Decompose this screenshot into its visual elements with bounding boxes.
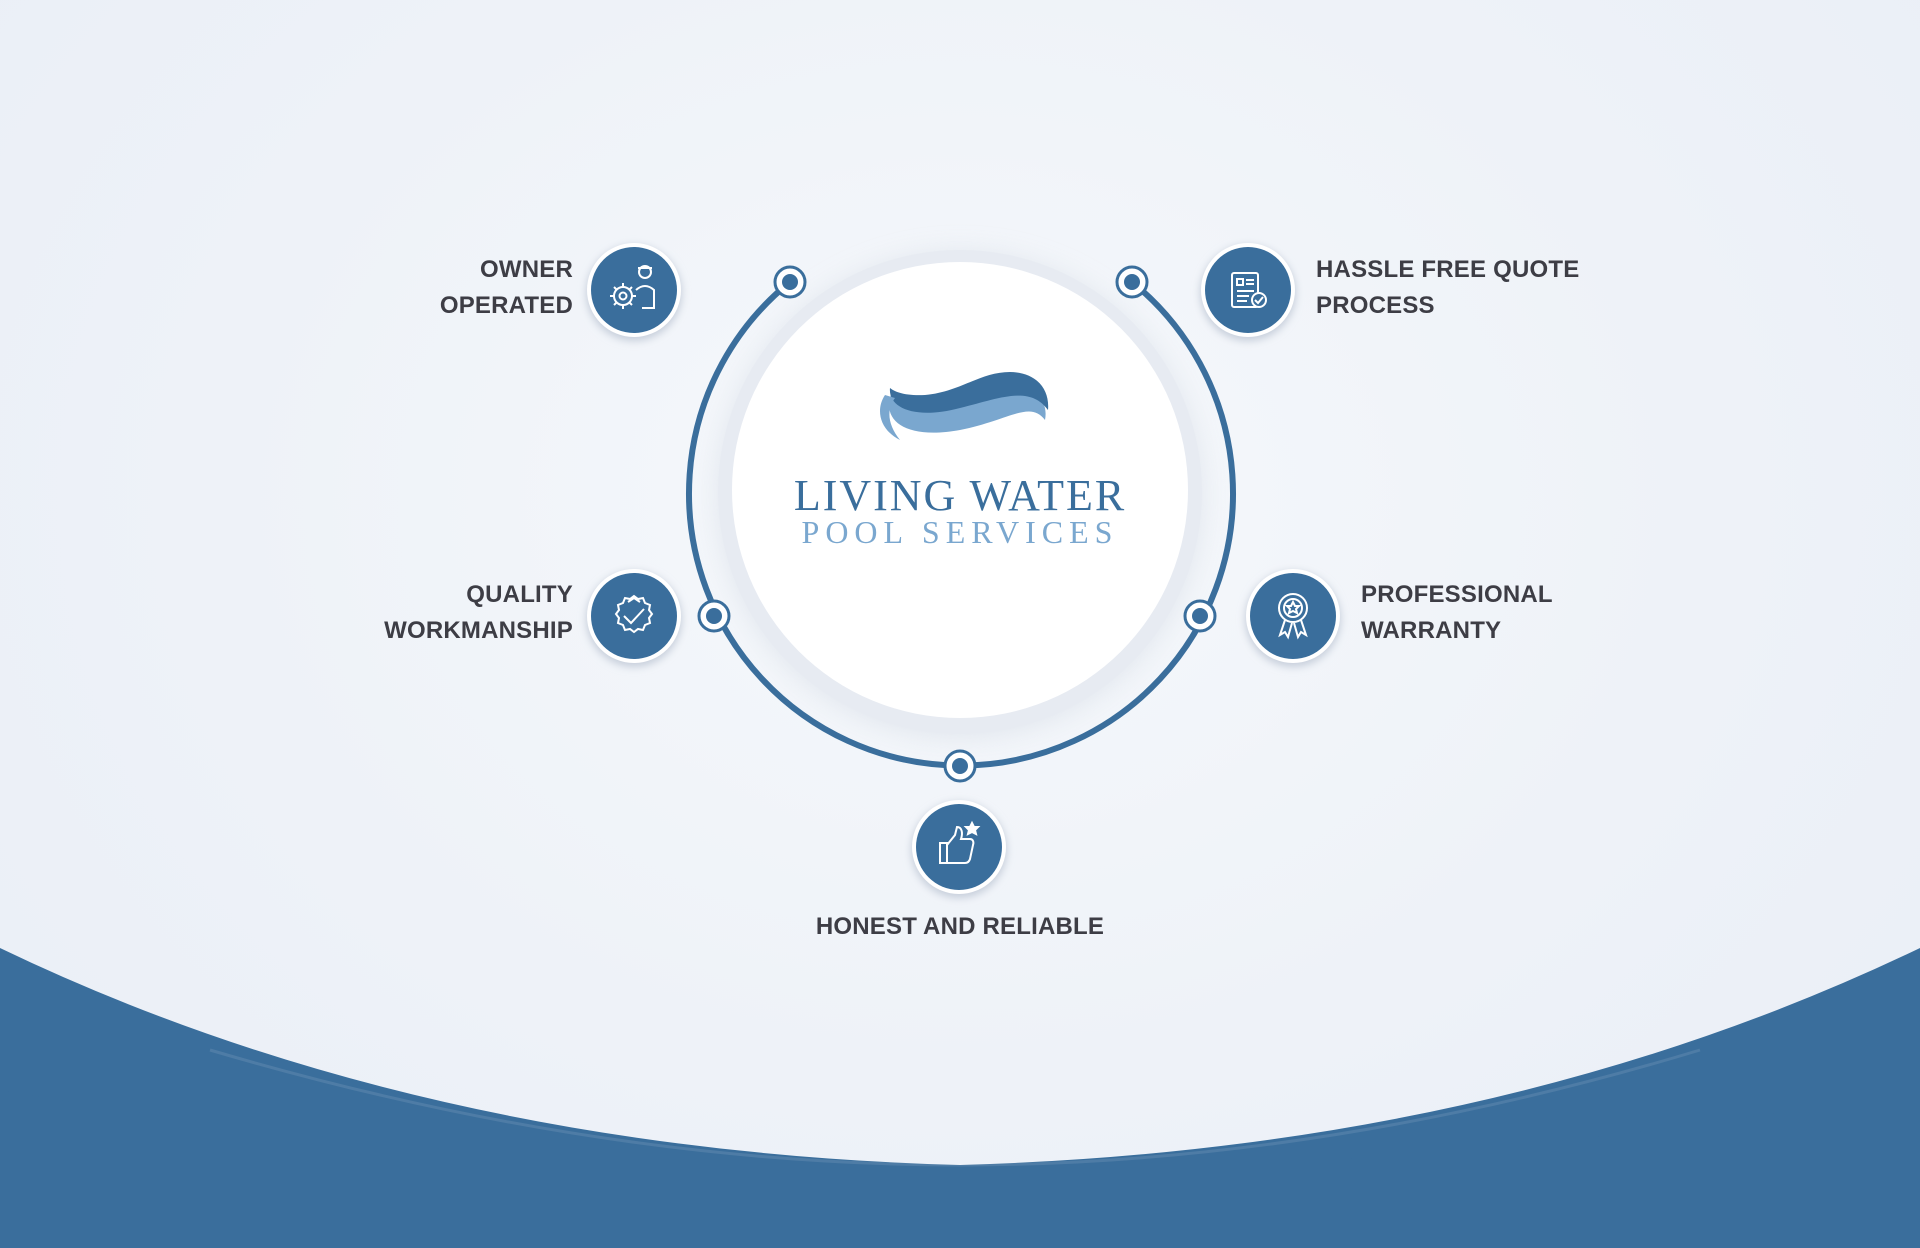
feature-owner-operated: OWNER OPERATED — [440, 252, 573, 324]
feature-quality-workmanship-line1: QUALITY — [466, 581, 573, 608]
feature-hassle-free-quote: HASSLE FREE QUOTE PROCESS — [1316, 252, 1579, 324]
center-circle — [732, 262, 1188, 718]
feature-professional-warranty-line2: WARRANTY — [1361, 617, 1502, 644]
arc-node-left — [697, 599, 731, 633]
quality-badge-icon — [614, 594, 654, 634]
bottom-wave-highlight — [209, 1048, 1701, 1167]
document-check-icon — [1231, 272, 1267, 308]
feature-quality-workmanship: QUALITY WORKMANSHIP — [384, 577, 573, 649]
quality-icon-circle — [586, 569, 682, 667]
feature-hassle-free-quote-line1: HASSLE FREE QUOTE — [1316, 256, 1580, 283]
feature-professional-warranty: PROFESSIONAL WARRANTY — [1361, 577, 1553, 649]
bottom-wave-inner — [0, 1090, 1920, 1248]
award-ribbon-icon — [1278, 593, 1308, 640]
honest-icon-circle — [911, 800, 1007, 898]
logo-wave-icon — [880, 372, 1049, 440]
logo-text-pool-services: POOL SERVICES — [801, 514, 1119, 550]
feature-honest-reliable: HONEST AND RELIABLE — [760, 909, 1160, 945]
thumbs-up-star-icon — [939, 820, 981, 864]
feature-quality-workmanship-line2: WORKMANSHIP — [384, 617, 573, 644]
feature-hassle-free-quote-line2: PROCESS — [1316, 292, 1435, 319]
arc-node-bottom — [943, 749, 977, 783]
arc-node-top-right — [1115, 265, 1149, 299]
logo-text-living-water: LIVING WATER — [793, 471, 1127, 520]
feature-honest-reliable-line1: HONEST AND RELIABLE — [815, 913, 1105, 940]
owner-operated-icon-circle — [586, 243, 682, 341]
feature-owner-operated-line1: OWNER — [480, 256, 573, 283]
gear-person-icon — [610, 265, 655, 309]
arc-node-top-left — [773, 265, 807, 299]
feature-professional-warranty-line1: PROFESSIONAL — [1361, 581, 1553, 608]
feature-owner-operated-line2: OPERATED — [439, 292, 573, 319]
arc-node-right — [1183, 599, 1217, 633]
